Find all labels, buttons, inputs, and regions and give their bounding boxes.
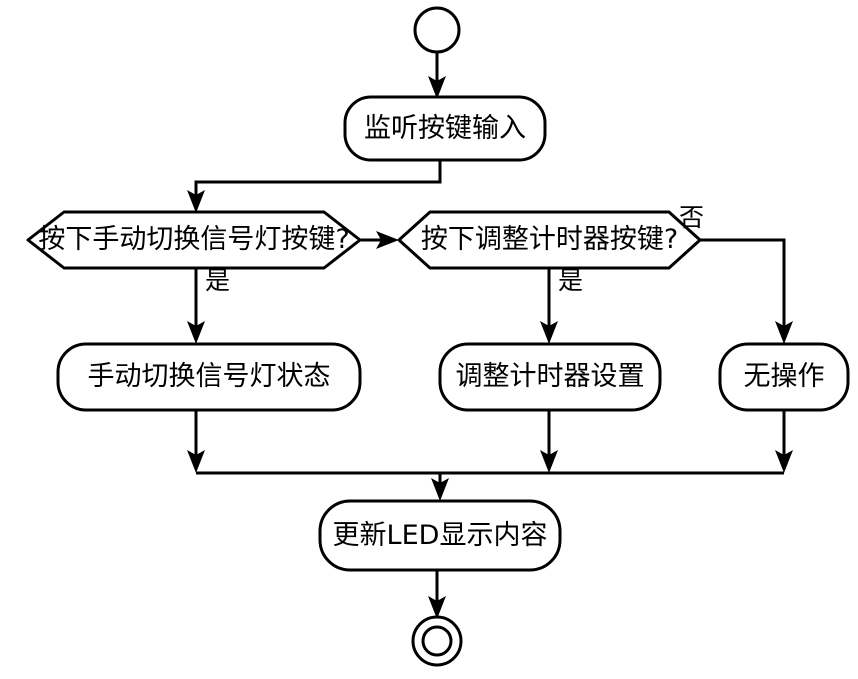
edge-action2-to-merge	[540, 410, 558, 473]
edge-action3-to-merge	[775, 410, 793, 473]
node-decide1-hexagon[interactable]	[26, 210, 362, 270]
node-listen-rect[interactable]	[343, 95, 547, 162]
edge-start-to-listen	[428, 52, 446, 99]
node-update-rect[interactable]	[318, 499, 562, 572]
edge-decide1-to-decide2	[360, 231, 399, 249]
node-action1-rect[interactable]	[56, 342, 362, 412]
node-action2-rect[interactable]	[438, 342, 662, 412]
edge-action1-to-merge	[187, 410, 205, 473]
node-action3-rect[interactable]	[718, 342, 850, 412]
edge-decide2-to-action3	[700, 238, 793, 344]
edge-update-to-end	[428, 570, 446, 619]
edge-listen-to-decide1	[187, 160, 442, 213]
edge-decide2-to-action2	[540, 268, 558, 344]
edge-merge-to-update	[431, 473, 449, 501]
edge-decide1-to-action1	[187, 268, 205, 344]
node-start-circle[interactable]	[413, 6, 461, 54]
node-decide2-hexagon[interactable]	[397, 210, 702, 270]
node-end-double-circle[interactable]	[411, 615, 463, 667]
